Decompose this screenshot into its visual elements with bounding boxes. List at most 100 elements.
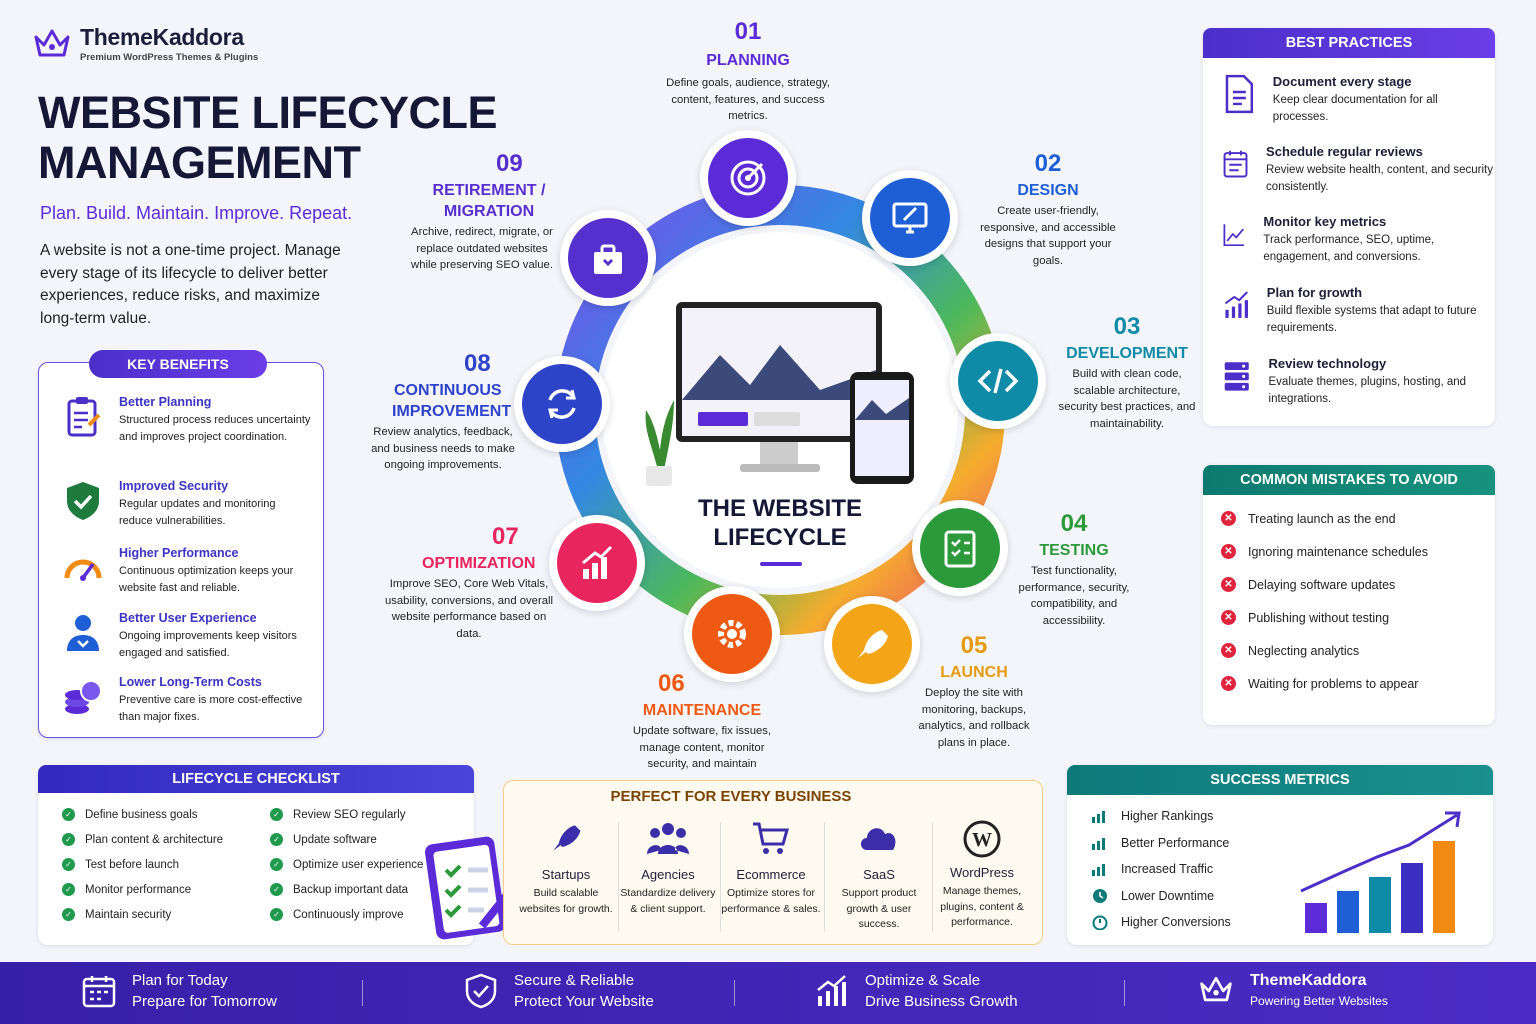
- brand-name: ThemeKaddora: [80, 24, 244, 50]
- metric-bar: [1433, 841, 1455, 933]
- brand-logo[interactable]: ThemeKaddora Premium WordPress Themes & …: [32, 24, 258, 63]
- stage-9: 09 RETIREMENT / MIGRATION Archive, redir…: [404, 150, 560, 274]
- stage-number: 06: [658, 670, 685, 697]
- practice-desc: Track performance, SEO, uptime, engageme…: [1263, 234, 1435, 263]
- calendar-icon: [1223, 150, 1248, 178]
- timer-icon: [1092, 915, 1108, 930]
- checklist-item[interactable]: ✓Optimize user experience: [270, 858, 423, 871]
- x-icon: ✕: [1221, 577, 1236, 592]
- brand-sub: Premium WordPress Themes & Plugins: [80, 52, 259, 63]
- practice-title: Review technology: [1268, 356, 1387, 371]
- stage-5: 05 LAUNCH Deploy the site with monitorin…: [912, 632, 1036, 751]
- business-desc: Support product growth & user success.: [841, 887, 917, 930]
- stage-5-circle[interactable]: [824, 596, 920, 692]
- mistakes-panel: COMMON MISTAKES TO AVOID ✕Treating launc…: [1203, 465, 1495, 725]
- mistake-item: ✕Neglecting analytics: [1221, 643, 1359, 658]
- business-startups[interactable]: Startups Build scalable websites for gro…: [514, 820, 618, 917]
- stage-1-circle[interactable]: [700, 130, 796, 226]
- stage-2: 02 DESIGN Create user-friendly, responsi…: [972, 150, 1124, 269]
- stage-number: 08: [464, 350, 491, 377]
- clipboard-illustration-icon: [424, 836, 518, 940]
- mistake-text: Treating launch as the end: [1248, 511, 1396, 526]
- business-desc: Manage themes, plugins, content & perfor…: [940, 885, 1024, 928]
- stage-3-circle[interactable]: [950, 333, 1046, 429]
- device-illustration: [640, 300, 920, 490]
- cart-icon: [753, 822, 789, 854]
- footer-line-2: Powering Better Websites: [1250, 994, 1388, 1008]
- stage-6-circle[interactable]: [684, 586, 780, 682]
- stage-number: 03: [1113, 313, 1141, 340]
- business-title: SaaS: [863, 867, 895, 882]
- divider: [362, 980, 363, 1006]
- stage-title: OPTIMIZATION: [422, 555, 536, 572]
- check-icon: ✓: [270, 833, 283, 846]
- stage-number: 01: [734, 18, 762, 45]
- footer-line-2: Drive Business Growth: [865, 993, 1018, 1010]
- checklist-item[interactable]: ✓Backup important data: [270, 883, 408, 896]
- checklist-item[interactable]: ✓ Plan content & architecture: [62, 833, 223, 846]
- checklist-icon: [944, 530, 976, 568]
- checklist-text: Backup important data: [293, 883, 409, 896]
- business-types-panel: [503, 780, 1043, 945]
- footer-line-2: Prepare for Tomorrow: [132, 993, 277, 1010]
- checklist-text: Update software: [293, 833, 377, 846]
- checklist-item[interactable]: ✓Define business goals: [62, 808, 198, 821]
- business-saas[interactable]: SaaS Support product growth & user succe…: [827, 820, 931, 933]
- success-metrics-heading: SUCCESS METRICS: [1067, 765, 1493, 795]
- stage-9-circle[interactable]: [560, 210, 656, 306]
- footer-line-1: ThemeKaddora: [1250, 972, 1367, 989]
- divider: [824, 822, 825, 932]
- checklist-text: Plan content & architecture: [85, 833, 224, 846]
- stage-desc: Update software, fix issues, manage cont…: [632, 725, 772, 770]
- checklist-text: Maintain security: [85, 908, 172, 921]
- archive-box-icon: [594, 244, 622, 274]
- stage-desc: Review analytics, feedback, and business…: [371, 426, 515, 471]
- chart-icon: [1092, 838, 1105, 850]
- stage-7-circle[interactable]: [549, 515, 645, 611]
- stage-4-circle[interactable]: [912, 500, 1008, 596]
- stage-title: RETIREMENT /: [432, 182, 546, 199]
- business-title: Startups: [541, 867, 591, 882]
- business-agencies[interactable]: Agencies Standardize delivery & client s…: [616, 820, 720, 917]
- x-icon: ✕: [1221, 643, 1236, 658]
- metric-bar: [1401, 863, 1423, 933]
- bar-chart-icon: [582, 545, 613, 579]
- stage-8-circle[interactable]: [514, 356, 610, 452]
- checklist-item[interactable]: ✓ Update software: [270, 833, 377, 846]
- checklist-item[interactable]: ✓Test before launch: [62, 858, 179, 871]
- stage-desc: Test functionality, performance, securit…: [1018, 565, 1130, 627]
- svg-text:W: W: [972, 829, 992, 851]
- checklist-item[interactable]: ✓Maintain security: [62, 908, 171, 921]
- business-title: WordPress: [949, 865, 1015, 880]
- stage-2-circle[interactable]: [862, 170, 958, 266]
- practice-title: Document every stage: [1272, 74, 1412, 89]
- practice-desc: Evaluate themes, plugins, hosting, and i…: [1268, 376, 1467, 405]
- benefit-desc: Structured process reduces uncertainty a…: [119, 414, 311, 443]
- user-icon: [67, 615, 99, 651]
- business-wordpress[interactable]: W WordPress Manage themes, plugins, cont…: [930, 820, 1034, 931]
- checklist-item[interactable]: ✓Monitor performance: [62, 883, 191, 896]
- checklist-item[interactable]: ✓Continuously improve: [270, 908, 404, 921]
- server-icon: [1224, 362, 1249, 391]
- divider: [932, 822, 933, 932]
- speedometer-icon: [64, 559, 102, 581]
- business-types-heading: PERFECT FOR EVERY BUSINESS: [610, 788, 852, 805]
- checklist-item[interactable]: ✓Review SEO regularly: [270, 808, 405, 821]
- checklist-text: Monitor performance: [85, 883, 192, 896]
- checklist-text: Define business goals: [85, 808, 198, 821]
- check-icon: ✓: [62, 833, 75, 846]
- business-desc: Build scalable websites for growth.: [519, 887, 613, 915]
- business-ecommerce[interactable]: Ecommerce Optimize stores for performanc…: [719, 820, 823, 917]
- footer-line-1: Secure & Reliable: [514, 972, 635, 989]
- stage-title: MAINTENANCE: [642, 702, 762, 719]
